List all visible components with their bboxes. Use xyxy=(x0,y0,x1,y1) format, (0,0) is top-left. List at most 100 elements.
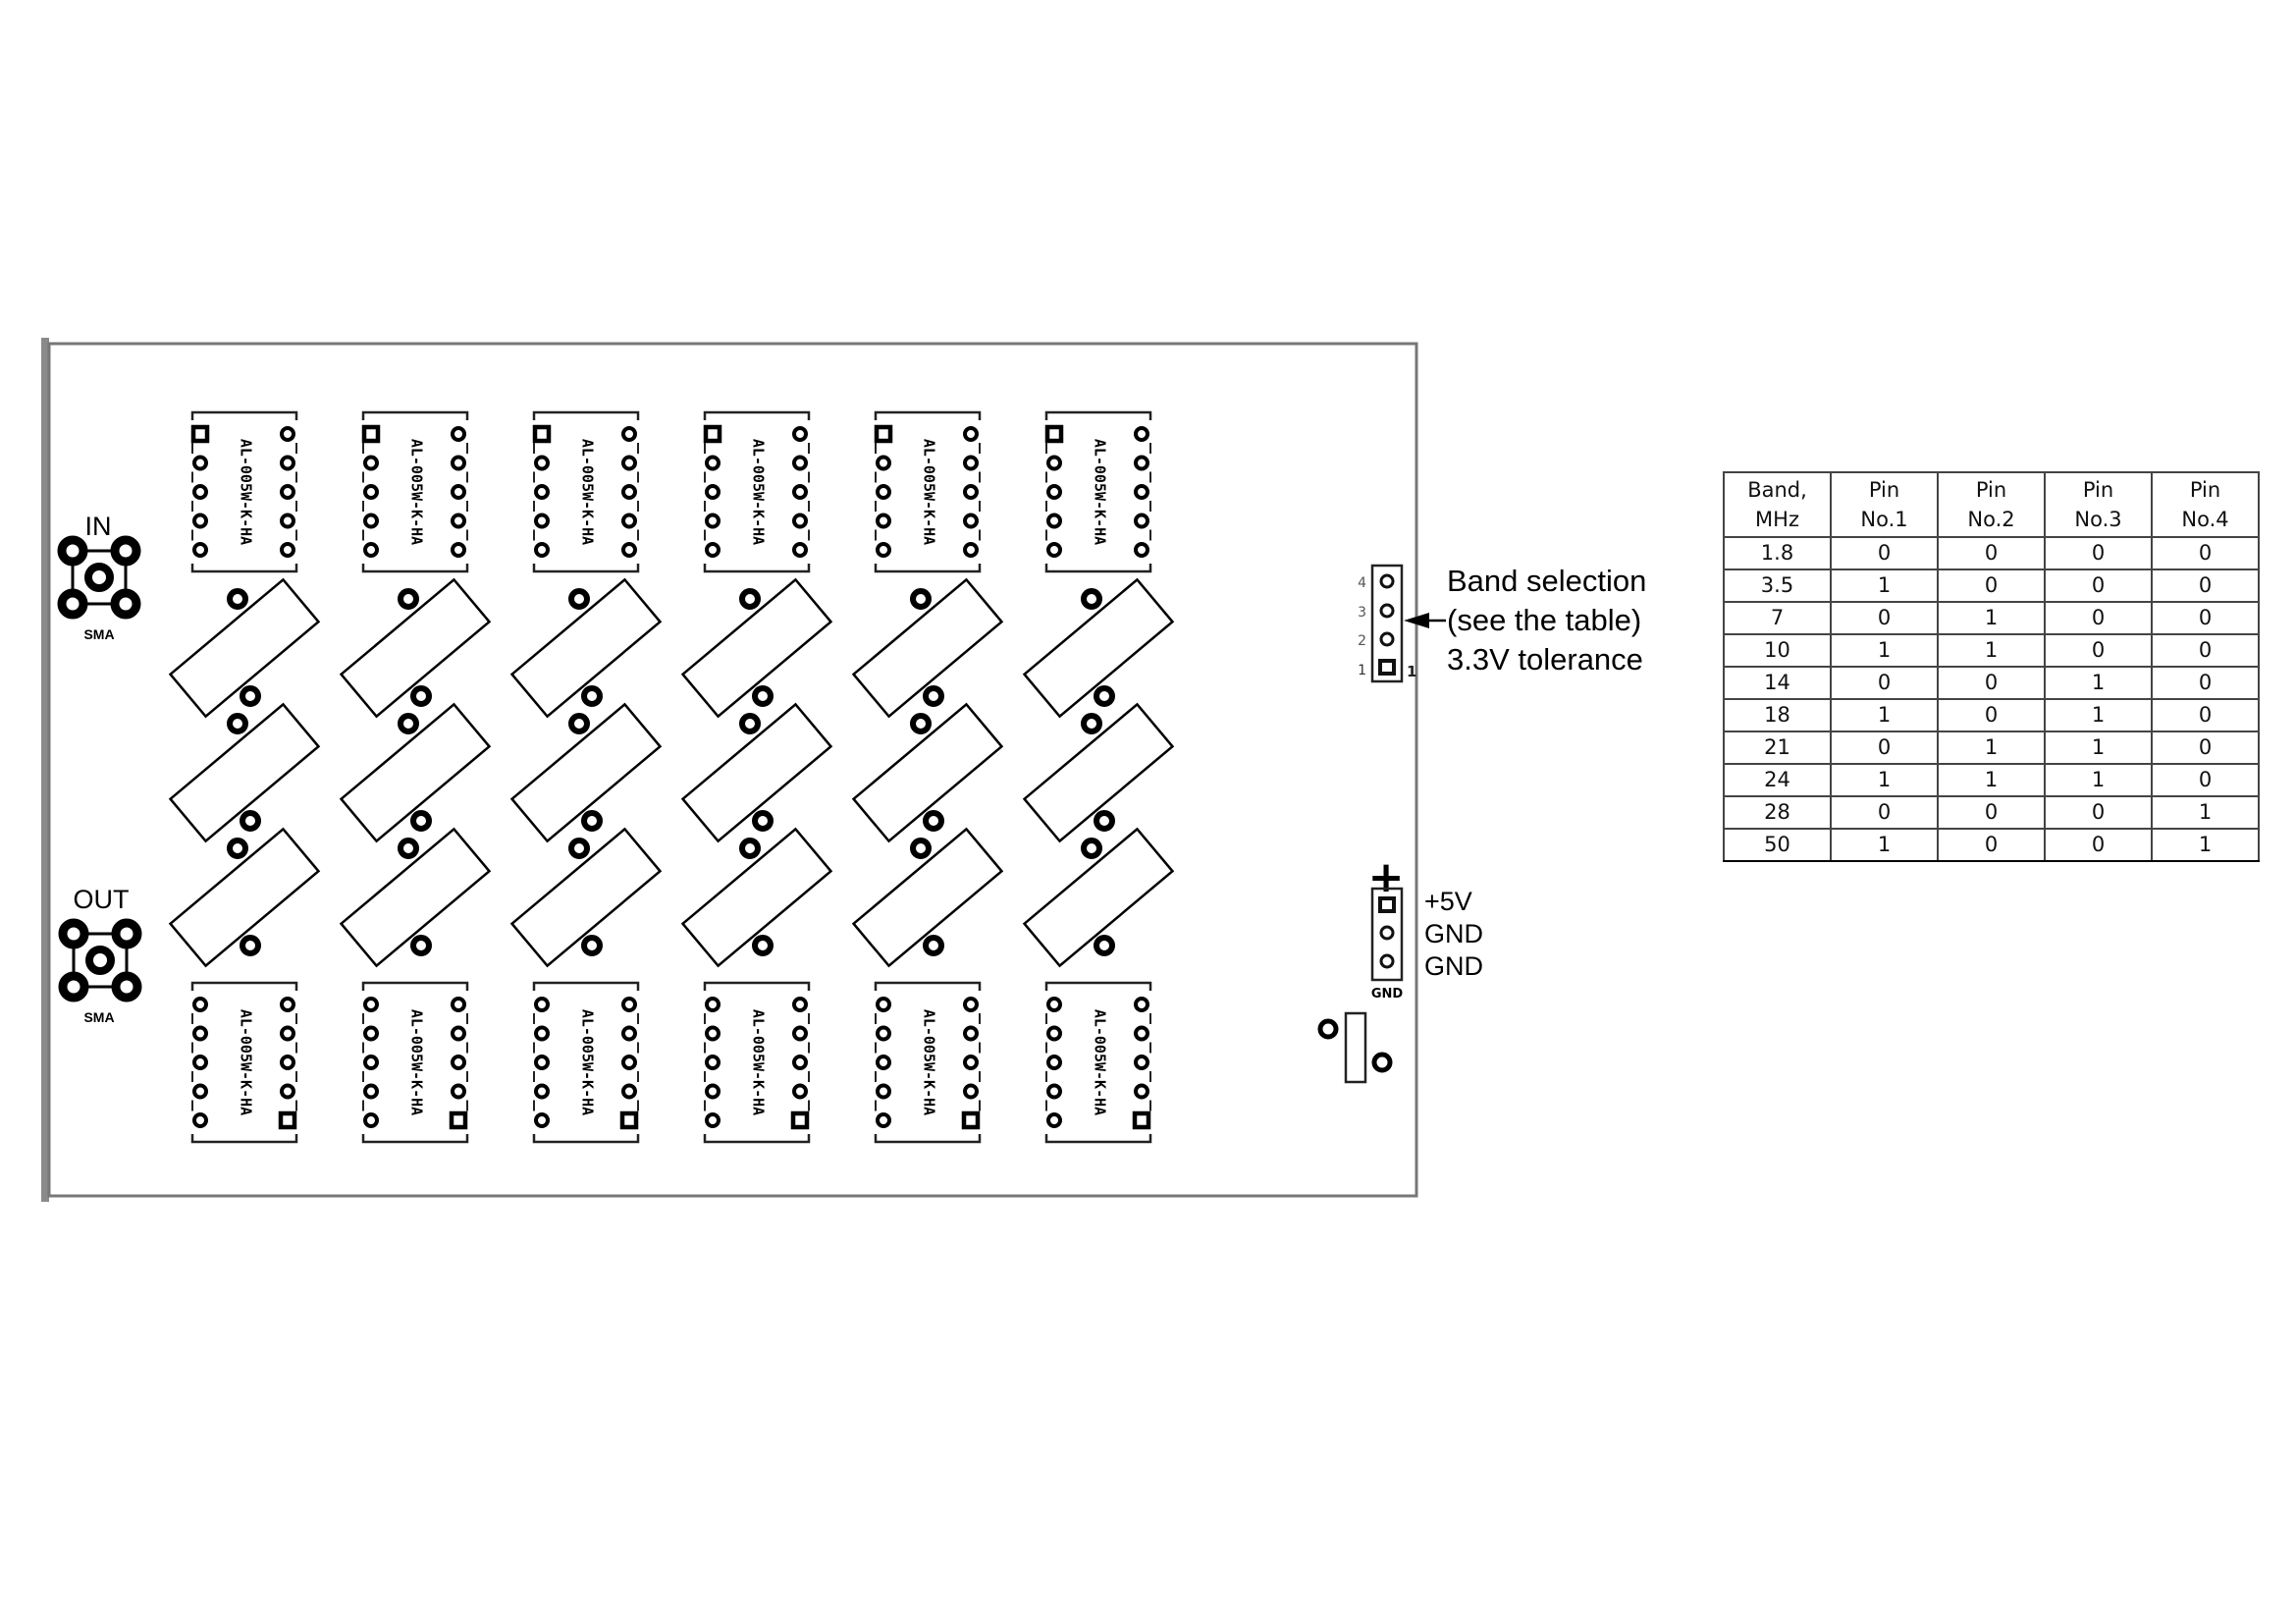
relay-footprint: AL-005W-K-HA xyxy=(532,410,640,573)
pin-state-cell: 0 xyxy=(1830,601,1939,635)
pin-state-cell: 1 xyxy=(2151,795,2260,830)
band-selection-line-1: Band selection xyxy=(1447,564,1647,598)
relay-pad xyxy=(363,542,379,558)
relay-pad xyxy=(1046,997,1062,1012)
relay-pin1-pad xyxy=(703,424,722,444)
relay-part-number: AL-005W-K-HA xyxy=(921,439,938,545)
relay-pad xyxy=(363,997,379,1012)
filter-pad xyxy=(410,810,432,832)
sma-signal-pad xyxy=(84,563,114,592)
relay-pad xyxy=(451,455,466,471)
out-sma-label: SMA xyxy=(83,1009,114,1025)
pin-state-cell: 1 xyxy=(1830,633,1939,668)
relay-pad xyxy=(280,426,295,442)
relay-pad xyxy=(280,455,295,471)
relay-pad xyxy=(621,513,637,529)
filter-pad xyxy=(581,935,603,956)
band-cell: 3.5 xyxy=(1723,568,1832,603)
relay-pad xyxy=(534,997,550,1012)
relay-pad xyxy=(876,1112,891,1128)
relay-pad xyxy=(876,1055,891,1070)
relay-pad xyxy=(192,1112,208,1128)
pcb-layout: IN SMA OUT SMA AL-005W-K-HAAL-005W-K-HAA… xyxy=(41,338,1446,1202)
filter-pad xyxy=(410,685,432,707)
table-header-text: Pin xyxy=(2189,478,2221,502)
filter-component xyxy=(1022,827,1175,968)
relay-pad xyxy=(1134,997,1149,1012)
relay-pin1-pad xyxy=(874,424,893,444)
filter-pad xyxy=(568,588,590,610)
pin-state-cell: 0 xyxy=(1937,536,2046,570)
pin-state-cell: 0 xyxy=(2151,763,2260,797)
table-header-text: No.4 xyxy=(2181,508,2229,531)
pin-state-cell: 1 xyxy=(1937,601,2046,635)
relay-pad xyxy=(363,484,379,500)
relay-pad xyxy=(1046,542,1062,558)
pin-state-cell: 0 xyxy=(1830,795,1939,830)
relay-pad xyxy=(705,1112,721,1128)
relay-pad xyxy=(621,542,637,558)
band-pin-3 xyxy=(1379,603,1395,619)
filter-pad xyxy=(581,685,603,707)
relay-pad xyxy=(451,1025,466,1042)
filter-pad xyxy=(910,838,932,859)
sma-ground-pad xyxy=(57,535,88,567)
two-pin-component xyxy=(1317,1011,1393,1084)
pin-state-cell: 1 xyxy=(1937,763,2046,797)
relay-pad xyxy=(792,1025,808,1042)
band-pin-1 xyxy=(1378,659,1396,676)
table-header-text: No.1 xyxy=(1860,508,1908,531)
filter-pad xyxy=(568,713,590,734)
relay-pad xyxy=(192,455,208,471)
relay-pad xyxy=(534,455,550,471)
filter-pad xyxy=(739,713,761,734)
band-cell: 24 xyxy=(1723,763,1832,797)
band-pin-number-2: 2 xyxy=(1358,633,1366,649)
relay-pad xyxy=(705,542,721,558)
relay-pad xyxy=(1046,1055,1062,1070)
table-header-text: MHz xyxy=(1755,508,1799,531)
relay-pad xyxy=(192,997,208,1012)
filter-pad xyxy=(923,810,944,832)
pin-state-cell: 0 xyxy=(2044,601,2153,635)
table-header-text: Band, xyxy=(1747,478,1807,502)
pin-state-cell: 0 xyxy=(2151,731,2260,765)
filter-pad xyxy=(398,713,419,734)
band-selection-line-3: 3.3V tolerance xyxy=(1447,642,1643,677)
relay-pin1-pad xyxy=(961,1110,981,1130)
plus-symbol: + xyxy=(1368,852,1405,902)
relay-pad xyxy=(963,1025,979,1042)
relay-pad xyxy=(451,513,466,529)
relay-pad xyxy=(192,1083,208,1100)
relay-pad xyxy=(1134,455,1149,471)
band-selection-line-2: (see the table) xyxy=(1447,603,1642,637)
relay-footprint: AL-005W-K-HA xyxy=(190,410,298,573)
relay-part-number: AL-005W-K-HA xyxy=(1092,1009,1109,1115)
relay-pad xyxy=(451,1083,466,1100)
arrow-left xyxy=(1404,613,1446,628)
relay-pin1-pad xyxy=(278,1110,297,1130)
relay-part-number: AL-005W-K-HA xyxy=(238,1009,255,1115)
relay-pad xyxy=(534,1055,550,1070)
relay-pad xyxy=(363,1055,379,1070)
band-cell: 10 xyxy=(1723,633,1832,668)
pin-state-cell: 1 xyxy=(2044,698,2153,732)
relay-pad xyxy=(705,1083,721,1100)
filter-pad xyxy=(1081,588,1102,610)
filter-component xyxy=(851,702,1004,843)
band-pin-number-4: 4 xyxy=(1358,575,1366,591)
relay-pad xyxy=(1134,542,1149,558)
relay-footprint: AL-005W-K-HA xyxy=(361,981,469,1144)
filter-pad xyxy=(752,685,774,707)
relay-pad xyxy=(963,997,979,1012)
pin-state-cell: 1 xyxy=(2044,763,2153,797)
power-pin-gnd-2 xyxy=(1379,953,1395,969)
relay-pad xyxy=(280,484,295,500)
pin-state-cell: 0 xyxy=(2151,698,2260,732)
band-pin1-mark: 1 xyxy=(1407,663,1416,680)
